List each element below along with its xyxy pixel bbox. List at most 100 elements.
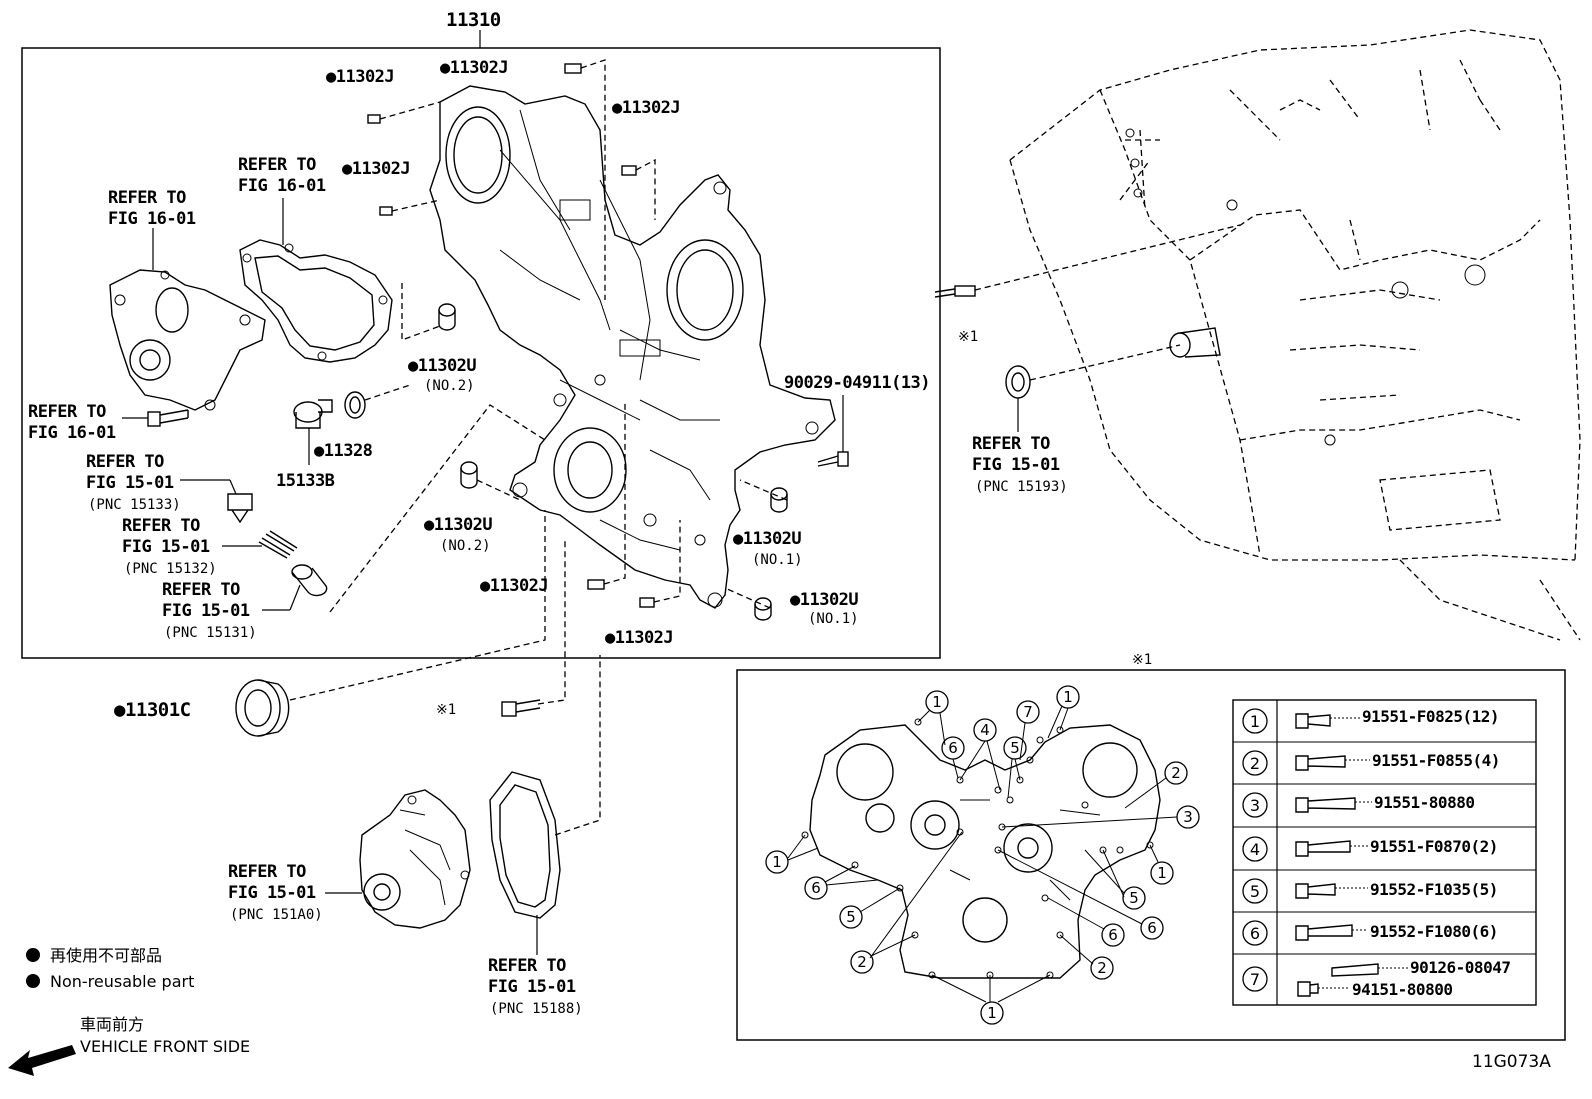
block-stud-ref1[interactable] [934, 285, 976, 298]
assembly-frame [21, 47, 941, 659]
bolt-table-num-4: 4 [1250, 840, 1260, 859]
label-11302J-d[interactable]: ●11302J [342, 159, 411, 179]
legend: 再使用不可部品 Non-reusable part 車両前方 VEHICLE F… [8, 946, 250, 1076]
refer-15193-line1: REFER TO [972, 434, 1050, 454]
refer-15193-line2: FIG 15-01 [972, 455, 1060, 475]
refer-pump-line1: REFER TO [108, 188, 186, 208]
refer-gasket-line1: REFER TO [238, 155, 316, 175]
label-no2-b: (NO.2) [440, 538, 491, 554]
non-reusable-bullet-icon [26, 974, 40, 988]
refer-bolt-line1: REFER TO [28, 402, 106, 422]
seal-11328[interactable] [344, 391, 366, 419]
callout-7: 7 [1023, 703, 1033, 721]
callout-6b: 6 [811, 879, 821, 897]
bolt-part-7a[interactable]: 90126-08047 [1410, 958, 1511, 977]
refer-gasket-line2: FIG 16-01 [238, 176, 326, 196]
label-11302J-b[interactable]: ●11302J [440, 58, 509, 78]
callout-6d: 6 [1147, 919, 1157, 937]
front-oil-seal-11301C[interactable] [235, 679, 290, 737]
relief-valve-15131[interactable] [291, 564, 328, 597]
bolt-table-num-7: 7 [1250, 970, 1260, 989]
label-no2-a: (NO.2) [424, 378, 475, 394]
bolt-table [1232, 699, 1537, 1006]
bolt-table-num-1: 1 [1250, 712, 1260, 731]
callout-1c: 1 [772, 853, 782, 871]
legend-non-reusable-en: Non-reusable part [50, 972, 194, 991]
bushings-11302U[interactable] [438, 303, 788, 621]
cover-bolt-ref1[interactable] [501, 699, 541, 717]
label-11302J-e[interactable]: ●11302J [480, 576, 549, 596]
label-15133B[interactable]: 15133B [276, 471, 335, 491]
bolt-90029-04911[interactable] [817, 451, 849, 467]
label-11302U-b[interactable]: ●11302U [424, 515, 493, 535]
pnc-15132: (PNC 15132) [124, 561, 217, 577]
bolt-part-7b[interactable]: 94151-80800 [1352, 980, 1453, 999]
bolt-table-leaders [1318, 717, 1408, 989]
label-11302U-c[interactable]: ●11302U [733, 529, 802, 549]
bolt-table-num-circles [1242, 708, 1268, 992]
pnc-15131: (PNC 15131) [164, 625, 257, 641]
callout-2b: 2 [857, 953, 867, 971]
label-11328[interactable]: ●11328 [314, 441, 373, 461]
label-11302J-f[interactable]: ●11302J [605, 628, 674, 648]
bolt-table-icons [1295, 713, 1379, 997]
bolt-table-num-6: 6 [1250, 924, 1260, 943]
callout-5a: 5 [1010, 739, 1020, 757]
callout-1e: 1 [987, 1004, 997, 1022]
refer-15133-line2: FIG 15-01 [86, 473, 174, 493]
refer-bolt-line2: FIG 16-01 [28, 423, 116, 443]
timing-chain-cover[interactable] [429, 85, 836, 609]
vehicle-front-arrow-icon [8, 1045, 76, 1076]
label-90029-04911[interactable]: 90029-04911(13) [784, 373, 931, 393]
callout-leaders [787, 705, 1178, 1003]
water-pump-151A0[interactable] [359, 789, 471, 929]
bolt-part-6[interactable]: 91552-F1080(6) [1370, 922, 1498, 941]
refer-151A0-line2: FIG 15-01 [228, 883, 316, 903]
bolt-table-num-3: 3 [1250, 796, 1260, 815]
callout-1a: 1 [932, 693, 942, 711]
bolt-part-1[interactable]: 91551-F0825(12) [1362, 707, 1500, 726]
ref1-bolt: ※1 [436, 702, 456, 718]
bolt-16-01[interactable] [147, 409, 189, 427]
plug-15133B[interactable] [293, 399, 333, 429]
label-11302U-d[interactable]: ●11302U [790, 590, 859, 610]
figure-code: 11G073A [1472, 1052, 1551, 1072]
legend-non-reusable-jp: 再使用不可部品 [50, 946, 162, 965]
bolt-callout-circles [765, 685, 1200, 1025]
bolt-part-2[interactable]: 91551-F0855(4) [1372, 751, 1500, 770]
assembly-number[interactable]: 11310 [446, 9, 501, 31]
water-pump-gasket-15188[interactable] [489, 771, 561, 919]
label-11301C[interactable]: ●11301C [114, 699, 191, 721]
refer-15188-line2: FIG 15-01 [488, 977, 576, 997]
engine-block[interactable] [1009, 29, 1581, 641]
relief-valve-plug-15133[interactable] [227, 493, 253, 524]
water-pump-16-01[interactable] [109, 269, 266, 411]
label-11302U-a[interactable]: ●11302U [408, 356, 477, 376]
rear-oil-seal-15193[interactable] [1005, 365, 1031, 399]
refer-pump-line2: FIG 16-01 [108, 209, 196, 229]
callout-1d: 1 [1157, 864, 1167, 882]
water-pump-gasket-16-01[interactable] [239, 239, 393, 363]
callout-2c: 2 [1097, 959, 1107, 977]
pnc-15188: (PNC 15188) [490, 1001, 583, 1017]
non-reusable-bullet-icon [26, 948, 40, 962]
refer-15188-line1: REFER TO [488, 956, 566, 976]
callout-2a: 2 [1171, 764, 1181, 782]
legend-front-en: VEHICLE FRONT SIDE [80, 1037, 250, 1056]
refer-151A0-line1: REFER TO [228, 862, 306, 882]
pnc-151A0: (PNC 151A0) [230, 907, 323, 923]
bolt-part-3[interactable]: 91551-80880 [1374, 793, 1475, 812]
callout-4: 4 [980, 721, 990, 739]
bolt-part-4[interactable]: 91551-F0870(2) [1370, 837, 1498, 856]
bolt-part-5[interactable]: 91552-F1035(5) [1370, 880, 1498, 899]
ref1-box-title: ※1 [1132, 652, 1152, 668]
callout-6c: 6 [1108, 926, 1118, 944]
pnc-15193: (PNC 15193) [975, 479, 1068, 495]
relief-valve-spring-15132[interactable] [258, 530, 298, 559]
legend-front-jp: 車両前方 [80, 1015, 144, 1034]
assembly-dash-lines [329, 59, 788, 613]
refer-15131-line1: REFER TO [162, 580, 240, 600]
label-11302J-a[interactable]: ●11302J [326, 67, 395, 87]
label-11302J-c[interactable]: ●11302J [612, 98, 681, 118]
